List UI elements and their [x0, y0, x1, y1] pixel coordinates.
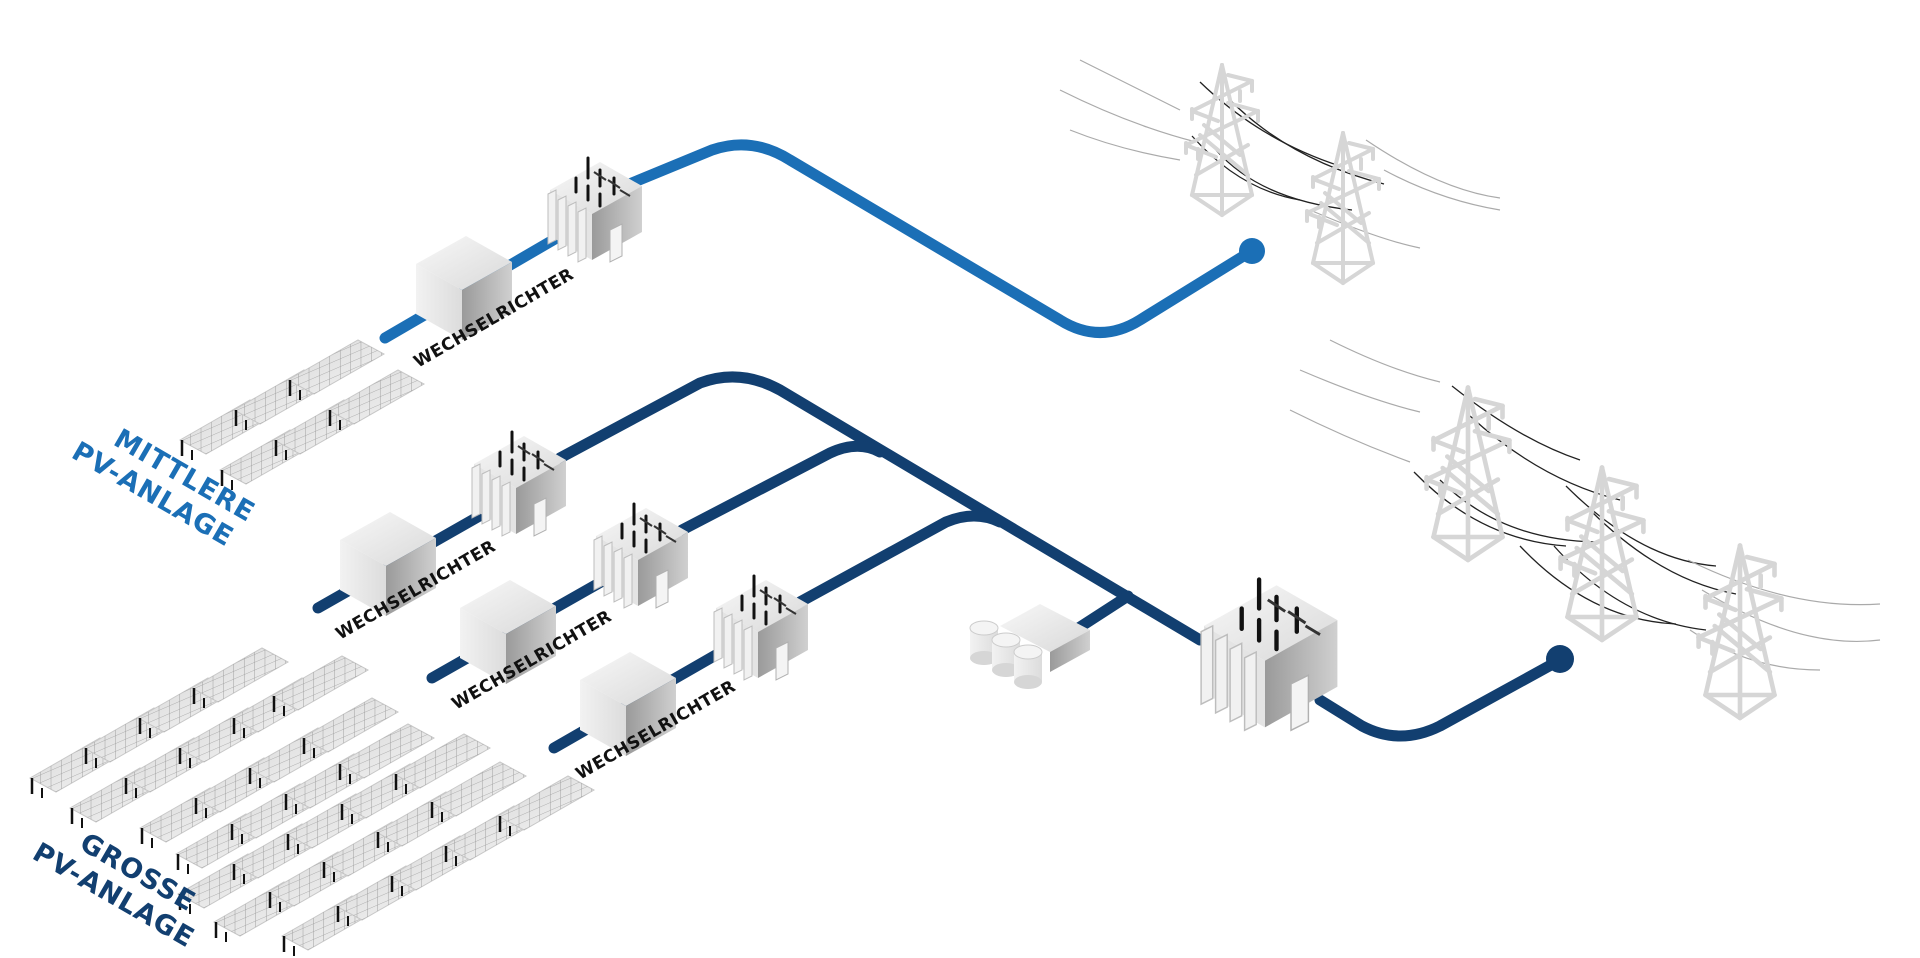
cable-large-ac: [676, 440, 886, 536]
solar-array-mid: [178, 338, 426, 492]
power-pylon-icon: [1184, 63, 1260, 217]
main-transformer-icon: [1201, 580, 1337, 731]
transformer-icon: [546, 156, 644, 264]
power-pylon-icon: [1699, 546, 1782, 719]
transformer-icon: [470, 430, 568, 538]
cable-large-ac: [554, 371, 1206, 646]
section-label-large: GROSSE PV-ANLAGE: [27, 827, 201, 954]
power-pylon-icon: [1427, 388, 1510, 561]
power-pylon-icon: [1305, 131, 1381, 285]
cable-mid-ac: [604, 139, 1256, 338]
storage-tanks-icon: [969, 604, 1090, 689]
power-line-lower: [1289, 339, 1881, 719]
cable-large-ac: [794, 510, 1006, 608]
transformer-icon: [592, 502, 690, 610]
grid-connection-point-icon: [1239, 238, 1265, 264]
transformer-icon: [712, 574, 810, 682]
cable-large-grid: [1314, 654, 1566, 742]
mid-pv-system: WECHSELRICHTER MITTLERE PV-ANLAGE: [67, 139, 1265, 553]
grid-connection-point-icon: [1546, 645, 1574, 673]
power-line-upper: [1059, 59, 1501, 285]
